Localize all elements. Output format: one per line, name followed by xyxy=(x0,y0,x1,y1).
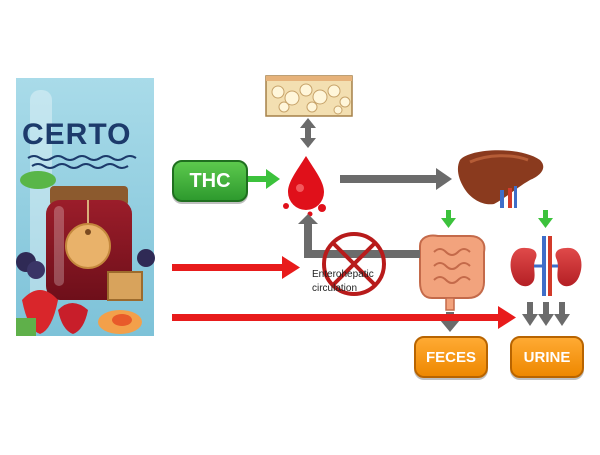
blood-to-liver-arrow xyxy=(340,168,452,190)
urine-label: URINE xyxy=(510,336,584,378)
enterohepatic-label: Enterohepatic circulation xyxy=(312,269,374,294)
fat-tissue-icon xyxy=(265,75,353,117)
certo-to-enterohepatic-arrow xyxy=(172,256,300,279)
cross-circle-icon xyxy=(322,232,386,296)
thc-label: THC xyxy=(172,160,248,202)
certo-brand-text: CERTO xyxy=(22,118,132,151)
feces-label: FECES xyxy=(414,336,488,378)
certo-package xyxy=(16,78,155,336)
fruit-decoration xyxy=(16,249,155,336)
kidneys-icon xyxy=(510,236,582,296)
liver-to-intestine-arrow xyxy=(441,210,456,228)
blood-drop-icon xyxy=(283,156,326,217)
wave-decoration xyxy=(27,155,137,169)
fat-blood-exchange-arrow xyxy=(300,118,316,148)
leaf-shape xyxy=(20,171,56,189)
intestine-icon xyxy=(419,234,486,311)
certo-to-excretion-arrow xyxy=(172,306,516,329)
liver-to-kidneys-arrow xyxy=(538,210,553,228)
kidneys-to-urine-arrows xyxy=(522,302,570,326)
liver-icon xyxy=(457,150,544,208)
thc-to-blood-arrow xyxy=(248,169,280,189)
jar-tag xyxy=(65,223,111,269)
